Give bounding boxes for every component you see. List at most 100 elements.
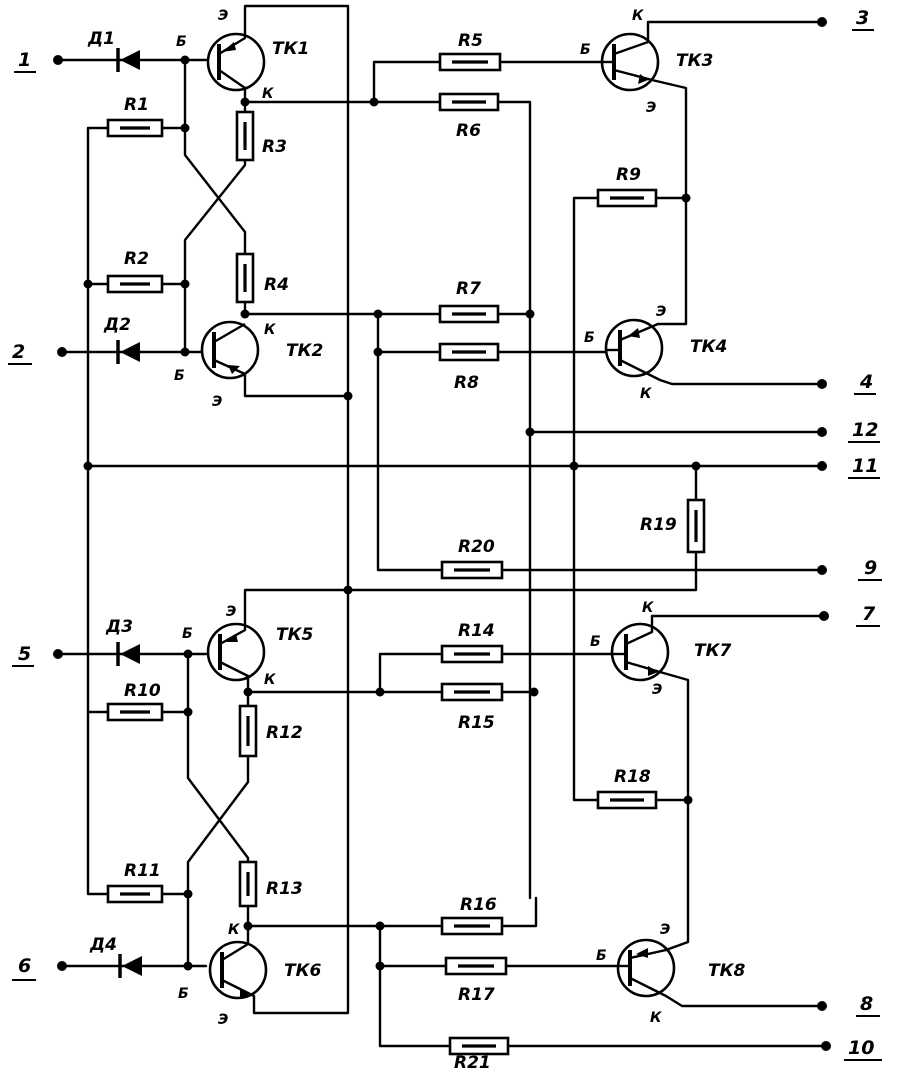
transistor-tk8-emitter-label: Э: [660, 922, 670, 938]
terminal-2-label: 2: [12, 341, 25, 363]
resistor-r1-label: R1: [124, 95, 149, 115]
transistor-tk2: ТК2 Б Э К: [174, 320, 323, 410]
diode-d3-label: Д3: [105, 617, 133, 637]
resistor-r5: R5: [438, 31, 502, 72]
transistor-tk5-emitter-label: Э: [226, 604, 236, 620]
transistor-tk4-label: ТК4: [690, 337, 727, 357]
resistor-r17: R17: [444, 956, 508, 1005]
transistor-tk8-base-label: Б: [596, 948, 607, 964]
terminal-7-label: 7: [862, 603, 876, 625]
resistor-r11: R11: [106, 861, 164, 904]
resistor-r8: R8: [438, 342, 500, 393]
diode-d1-label: Д1: [87, 29, 115, 49]
terminal-3-label: 3: [856, 7, 869, 29]
transistor-tk1-label: ТК1: [272, 39, 309, 59]
resistor-r13-label: R13: [266, 879, 303, 899]
transistor-tk1-collector-label: К: [262, 86, 274, 102]
diode-d2: Д2: [103, 315, 140, 364]
transistor-tk8: ТК8 Б Э К: [596, 922, 745, 1026]
transistor-tk3-emitter-label: Э: [646, 100, 656, 116]
transistor-tk1-base-label: Б: [176, 34, 187, 50]
transistor-tk7: ТК7 Б Э К: [590, 600, 731, 698]
transistor-tk1: ТК1 Б Э К: [176, 8, 309, 102]
resistor-r18-label: R18: [614, 767, 651, 787]
wires: [56, 4, 828, 1048]
resistor-r14-label: R14: [458, 621, 495, 641]
transistor-tk4-collector-label: К: [640, 386, 652, 402]
resistor-r4-label: R4: [264, 275, 289, 295]
resistor-r4: R4: [235, 252, 289, 304]
transistor-tk5-label: ТК5: [276, 625, 313, 645]
transistor-tk3-collector-label: К: [632, 8, 644, 24]
transistor-tk7-base-label: Б: [590, 634, 601, 650]
resistor-r20-label: R20: [458, 537, 495, 557]
transistor-tk7-collector-label: К: [642, 600, 654, 616]
junctions: [83, 55, 701, 971]
transistor-tk3-label: ТК3: [676, 51, 713, 71]
transistor-tk4-emitter-label: Э: [656, 304, 666, 320]
resistor-r9-label: R9: [616, 165, 641, 185]
resistor-r5-label: R5: [458, 31, 483, 51]
resistor-r8-label: R8: [454, 373, 479, 393]
resistor-r11-label: R11: [124, 861, 161, 881]
resistor-r2-label: R2: [124, 249, 149, 269]
resistor-r18: R18: [596, 767, 658, 810]
diode-d4-label: Д4: [89, 935, 117, 955]
transistor-tk8-collector-label: К: [650, 1010, 662, 1026]
diode-d2-label: Д2: [103, 315, 131, 335]
resistor-r3-label: R3: [262, 137, 287, 157]
transistor-tk1-emitter-label: Э: [218, 8, 228, 24]
terminal-5-label: 5: [18, 643, 31, 665]
resistor-r16-label: R16: [460, 895, 497, 915]
transistor-tk4-base-label: Б: [584, 330, 595, 346]
terminal-labels: 1 2 5 6 3 4 12 11 9 7 8 10: [8, 7, 882, 1061]
diode-d4: Д4: [89, 935, 142, 978]
resistor-r16: R16: [440, 895, 504, 936]
resistor-r13: R13: [238, 860, 303, 908]
resistor-r12-label: R12: [266, 723, 303, 743]
transistor-tk8-label: ТК8: [708, 961, 745, 981]
terminal-1-label: 1: [18, 49, 31, 71]
resistor-r10: R10: [106, 681, 164, 722]
terminal-10-label: 10: [848, 1037, 874, 1059]
terminal-6-label: 6: [18, 955, 31, 977]
transistor-tk6-label: ТК6: [284, 961, 321, 981]
resistor-r19-label: R19: [640, 515, 677, 535]
diode-d1: Д1: [87, 29, 140, 72]
resistor-r14: R14: [440, 621, 504, 664]
terminal-dots: [53, 17, 831, 1051]
transistor-tk5-collector-label: К: [264, 672, 276, 688]
terminal-4-label: 4: [859, 371, 873, 393]
resistors: R1 R2 R5 R6 R9 R7 R8: [106, 31, 706, 1072]
resistor-r10-label: R10: [124, 681, 161, 701]
transistor-tk3: ТК3 Б Э К: [580, 8, 713, 116]
transistor-tk6: ТК6 Б Э К: [178, 922, 321, 1028]
resistor-r12: R12: [238, 704, 303, 758]
resistor-r19: R19: [640, 498, 706, 554]
terminal-8-label: 8: [860, 993, 873, 1015]
transistors: ТК1 Б Э К ТК2 Б Э К ТК3 Б Э: [174, 8, 745, 1028]
resistor-r15: R15: [440, 682, 504, 733]
resistor-r3: R3: [235, 110, 287, 162]
resistor-r2: R2: [106, 249, 164, 294]
transistor-tk6-base-label: Б: [178, 986, 189, 1002]
resistor-r1: R1: [106, 95, 164, 138]
resistor-r15-label: R15: [458, 713, 495, 733]
diodes: Д1 Д2 Д3 Д4: [87, 29, 142, 978]
resistor-r7: R7: [438, 279, 500, 324]
transistor-tk6-collector-label: К: [228, 922, 240, 938]
transistor-tk2-collector-label: К: [264, 322, 276, 338]
transistor-tk4: ТК4 Б Э К: [584, 304, 727, 402]
resistor-r20: R20: [440, 537, 504, 580]
resistor-r9: R9: [596, 165, 658, 208]
resistor-r17-label: R17: [458, 985, 495, 1005]
transistor-tk7-label: ТК7: [694, 641, 731, 661]
terminal-12-label: 12: [852, 419, 878, 441]
resistor-r6-label: R6: [456, 121, 481, 141]
transistor-tk2-base-label: Б: [174, 368, 185, 384]
resistor-r6: R6: [438, 92, 500, 141]
resistor-r21: R21: [448, 1036, 510, 1072]
transistor-tk5-base-label: Б: [182, 626, 193, 642]
transistor-tk2-label: ТК2: [286, 341, 323, 361]
transistor-tk7-emitter-label: Э: [652, 682, 662, 698]
